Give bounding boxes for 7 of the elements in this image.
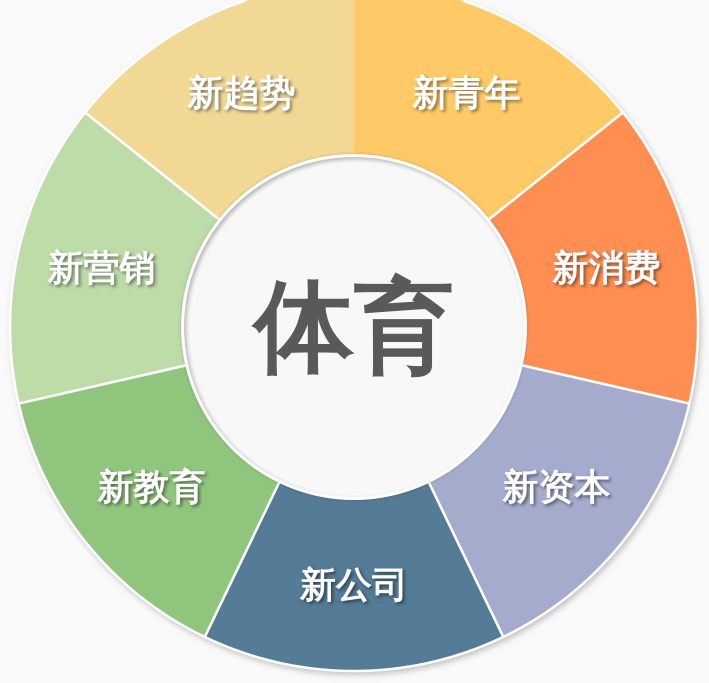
segment-label: 新趋势 [188, 74, 296, 114]
segment-label: 新青年 [412, 74, 520, 114]
segment-label: 新资本 [502, 468, 610, 508]
segment-label: 新教育 [98, 468, 206, 508]
segment-label: 新营销 [47, 250, 156, 290]
segment-label: 新消费 [552, 250, 660, 290]
segment-label: 新公司 [300, 566, 408, 606]
